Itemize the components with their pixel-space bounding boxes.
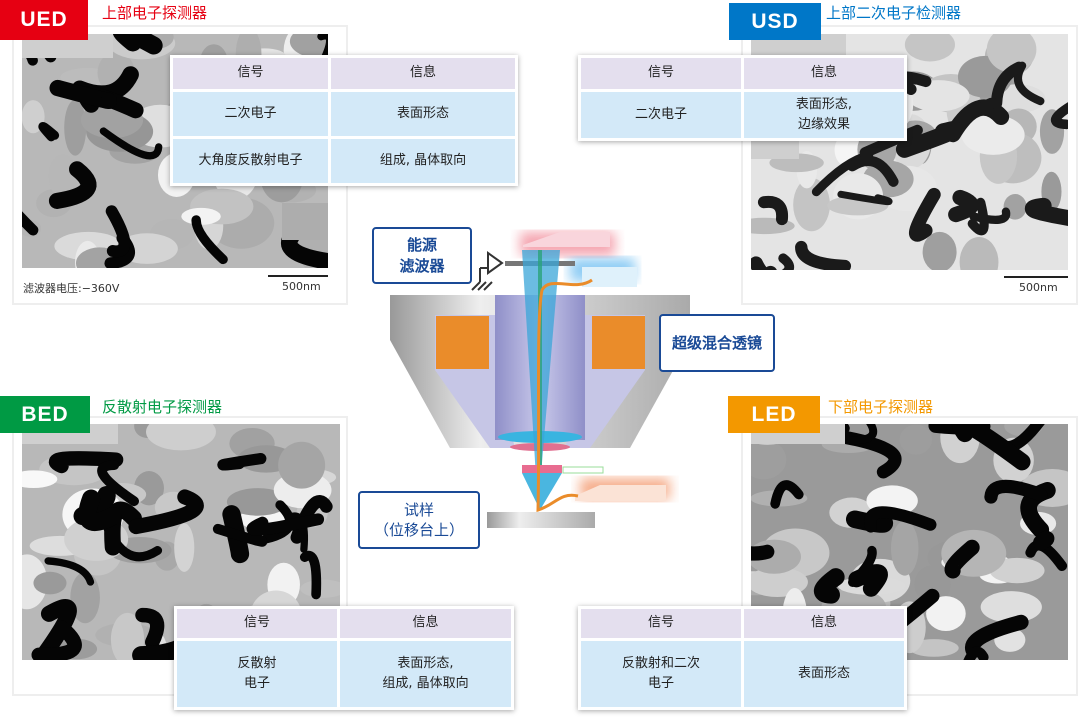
header-info: 信息 [744, 609, 904, 638]
cell-info: 表面形态 [331, 92, 515, 136]
header-signal: 信号 [581, 58, 741, 89]
cell-info: 表面形态, 边缘效果 [744, 92, 904, 138]
led-title: 下部电子探测器 [828, 398, 934, 416]
ued-mask-block [282, 203, 328, 240]
coil-right [592, 316, 645, 369]
energy-filter-label: 能源 滤波器 [372, 227, 472, 284]
bed-title: 反散射电子探测器 [102, 398, 223, 416]
usd-signal-table: 信号 信息 二次电子 表面形态, 边缘效果 [578, 55, 907, 141]
specimen-label: 试样 （位移台上） [358, 491, 480, 549]
upper-detector-ued [523, 232, 610, 247]
super-hybrid-lens-label: 超级混合透镜 [659, 314, 775, 372]
cell-signal: 反散射 电子 [177, 641, 337, 707]
ued-filter-voltage: 滤波器电压:−360V [23, 282, 120, 295]
ued-signal-table: 信号 信息 二次电子 表面形态 大角度反散射电子 组成, 晶体取向 [170, 55, 518, 186]
cell-signal: 二次电子 [581, 92, 741, 138]
upper-detector-usd [582, 267, 637, 287]
ued-scale-label: 500nm [282, 280, 321, 293]
usd-title: 上部二次电子检测器 [826, 4, 962, 22]
bed-badge: BED [0, 396, 90, 433]
usd-scale-label: 500nm [1019, 281, 1058, 294]
cell-signal: 大角度反散射电子 [173, 139, 328, 183]
lower-detector-bed [562, 466, 604, 474]
usd-scale-bar [1004, 276, 1068, 278]
lower-detector-led [575, 485, 666, 501]
led-signal-table: 信号 信息 反散射和二次 电子 表面形态 [578, 606, 907, 710]
header-signal: 信号 [177, 609, 337, 638]
usd-badge: USD [729, 3, 821, 40]
usd-mask-block [751, 137, 799, 159]
lens-diagram [390, 232, 690, 528]
led-badge: LED [728, 396, 820, 433]
cell-info: 表面形态 [744, 641, 904, 707]
ued-title: 上部电子探测器 [102, 4, 208, 22]
cell-signal: 二次电子 [173, 92, 328, 136]
header-info: 信息 [331, 58, 515, 89]
bed-signal-table: 信号 信息 反散射 电子 表面形态, 组成, 晶体取向 [174, 606, 514, 710]
coil-left [436, 316, 489, 369]
specimen-stage [487, 512, 595, 528]
ued-scale-bar [268, 275, 328, 277]
header-signal: 信号 [173, 58, 328, 89]
cell-info: 表面形态, 组成, 晶体取向 [340, 641, 511, 707]
header-signal: 信号 [581, 609, 741, 638]
bed-micrograph [22, 424, 340, 660]
ued-badge: UED [0, 0, 88, 40]
header-info: 信息 [340, 609, 511, 638]
cell-info: 组成, 晶体取向 [331, 139, 515, 183]
header-info: 信息 [744, 58, 904, 89]
cell-signal: 反散射和二次 电子 [581, 641, 741, 707]
